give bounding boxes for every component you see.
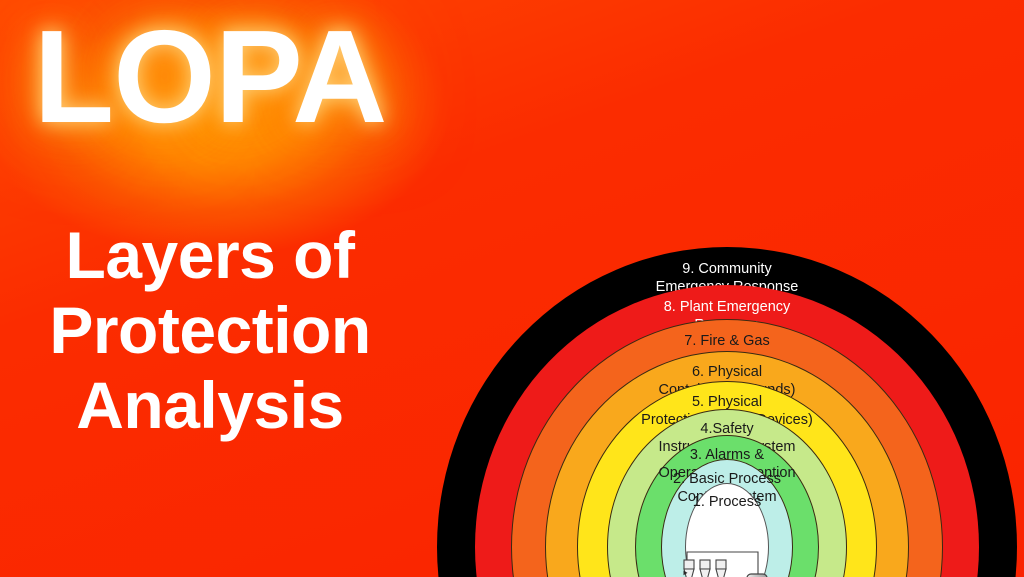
reactor-vessel <box>746 573 768 577</box>
layer-1-process[interactable]: 1. Process <box>683 483 769 577</box>
funnel-2 <box>699 559 711 577</box>
funnel-3 <box>715 559 727 577</box>
funnel-1 <box>683 559 695 577</box>
inlet-valve-marker <box>683 570 688 576</box>
layer-1-label: 1. Process <box>692 494 762 510</box>
process-flow-diagram <box>683 551 768 577</box>
